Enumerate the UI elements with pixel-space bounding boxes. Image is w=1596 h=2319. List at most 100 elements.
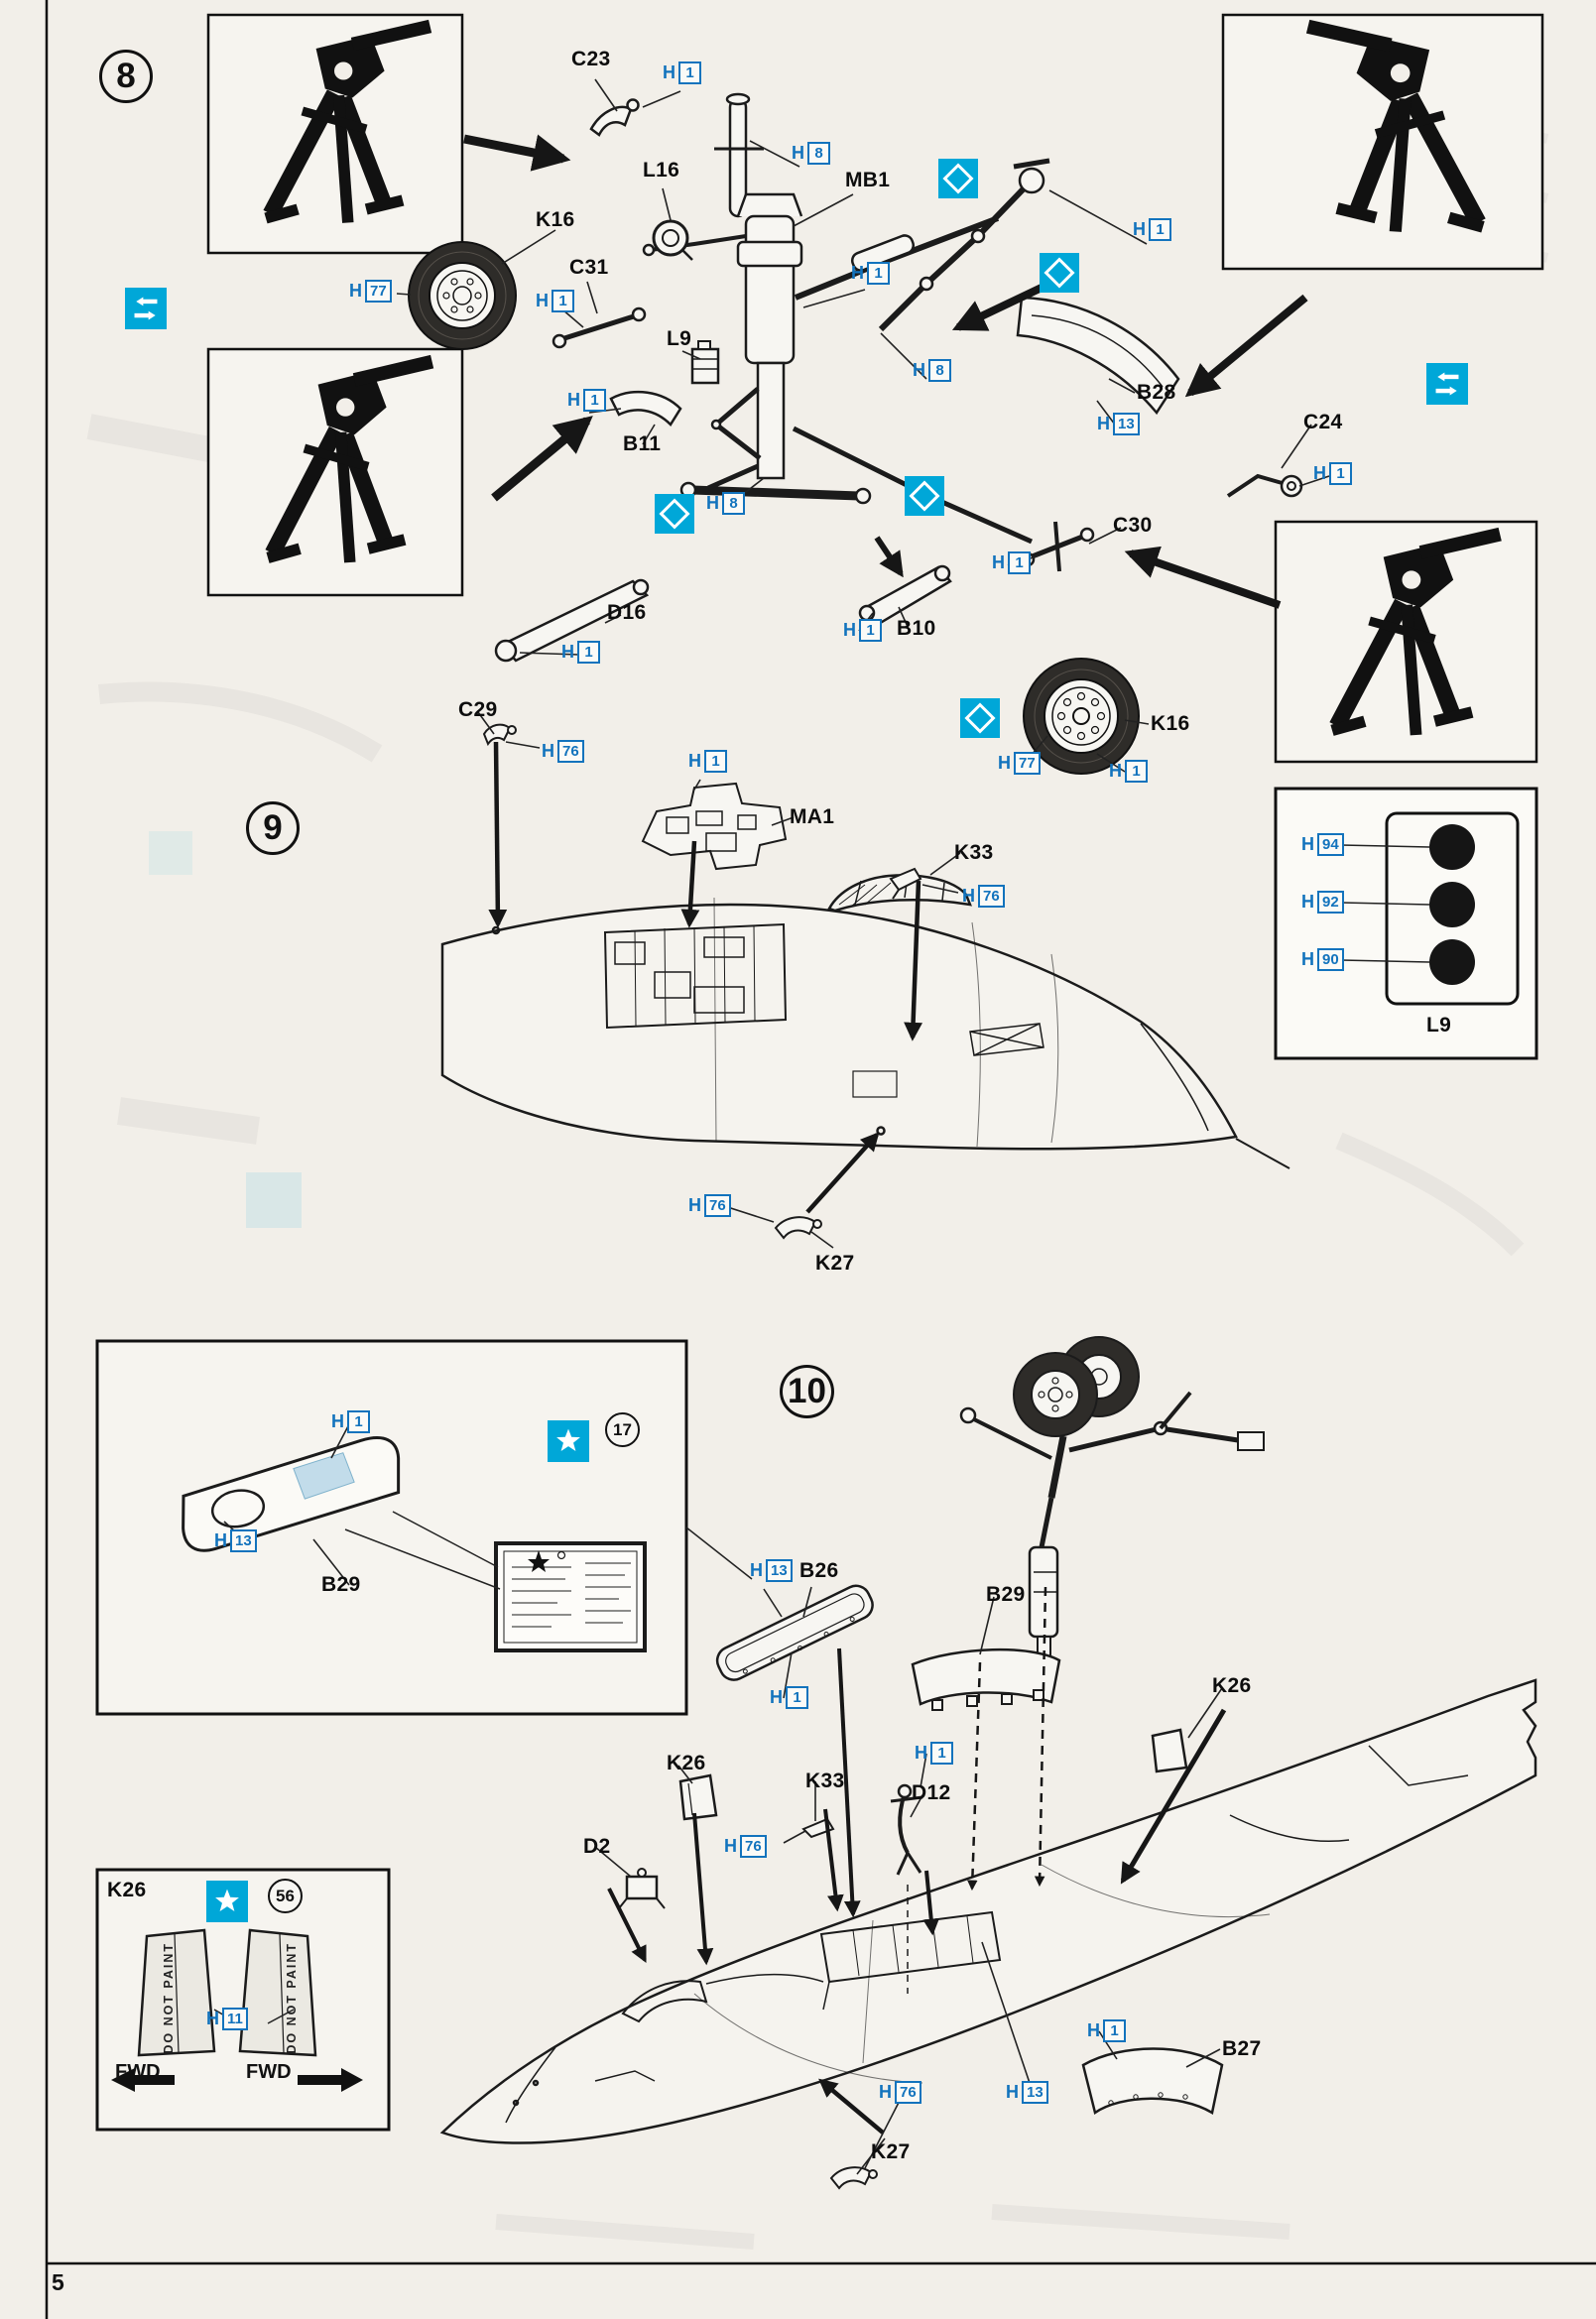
step-number-8: 8 [99,50,153,103]
paint-code: H [1097,414,1110,433]
note-badge-17: 17 [605,1412,640,1447]
diamond-shape [909,480,940,512]
cement-diamond-icon [905,476,944,516]
part-label-k16: K16 [1151,712,1190,735]
part-label-mb1: MB1 [845,169,891,191]
paint-code: H [1313,463,1326,483]
paint-number-box: 1 [1149,218,1171,241]
paint-code: H [214,1530,227,1550]
assembly-arrows [463,134,1308,2135]
paint-code: H [843,620,856,640]
part-label-b28: B28 [1137,381,1176,404]
paint-code: H [567,390,580,410]
step8-small-parts [494,98,1303,663]
page-number: 5 [52,2269,64,2295]
paint-number-box: 94 [1317,833,1344,856]
part-label-k26: K26 [667,1752,706,1774]
paint-number-box: 1 [859,619,882,642]
step10-fuselage-drawing [439,1678,1537,2144]
fwd-label: FWD [246,2061,292,2083]
paint-number-box: 1 [347,1410,370,1433]
paint-code: H [750,1560,763,1580]
part-label-d12: D12 [912,1781,951,1804]
paint-code: H [992,552,1005,572]
fwd-label: FWD [115,2061,161,2083]
paint-number-box: 1 [678,61,701,84]
paint-number-box: 1 [1125,760,1148,783]
part-label-c23: C23 [571,48,611,70]
part-label-k33: K33 [805,1770,845,1792]
part-label-l9: L9 [667,327,692,350]
part-label-k33: K33 [954,841,994,864]
paint-code: H [331,1411,344,1431]
paint-code: H [1301,892,1314,912]
cement-diamond-icon [960,698,1000,738]
part-label-k27: K27 [815,1252,855,1275]
paint-number-box: 77 [1014,752,1041,775]
paint-number-box: 13 [1022,2081,1048,2104]
paint-code: H [536,291,549,310]
k16-wheel-right [1023,658,1140,775]
page-rules [45,0,1596,2319]
ghost-cyan-square-2 [149,831,192,875]
step8-gear-drawing [642,92,1050,545]
part-label-b27: B27 [1222,2037,1262,2060]
option-arrows-icon [125,288,167,329]
paint-code: H [206,2009,219,2028]
part-label-b10: B10 [897,617,936,640]
paint-number-box: 13 [230,1529,257,1552]
paint-number-box: 76 [895,2081,921,2104]
diamond-shape [942,163,974,194]
part-label-ma1: MA1 [790,805,835,828]
star-glyph [215,1889,239,1911]
diamond-shape [1044,257,1075,289]
part-label-c31: C31 [569,256,609,279]
diamond-shape [659,498,690,530]
paint-number-box: 76 [978,885,1005,908]
paint-code: H [349,281,362,301]
part-label-k27: K27 [871,2140,911,2163]
step10-inset-box [95,1339,753,1716]
paint-number-box: 1 [786,1686,808,1709]
step-number-10: 10 [780,1365,834,1418]
paint-code: H [1006,2082,1019,2102]
part-label-c29: C29 [458,698,498,721]
step9-small-parts [482,723,922,1240]
paint-code: H [1087,2020,1100,2040]
part-label-k26: K26 [1212,1674,1252,1697]
paint-number-box: 1 [583,389,606,412]
paint-code: H [542,741,554,761]
paint-number-box: 1 [552,290,574,312]
paint-code: H [913,360,925,380]
part-label-d2: D2 [583,1835,611,1858]
paint-code: H [770,1687,783,1707]
do-not-paint-label: DO NOT PAINT [285,1942,299,2054]
k16-wheel-left [408,241,517,350]
note-badge-56: 56 [268,1879,303,1913]
part-label-b26: B26 [799,1559,839,1582]
paint-number-box: 1 [704,750,727,773]
part-label-l16: L16 [643,159,680,182]
paint-code: H [688,751,701,771]
